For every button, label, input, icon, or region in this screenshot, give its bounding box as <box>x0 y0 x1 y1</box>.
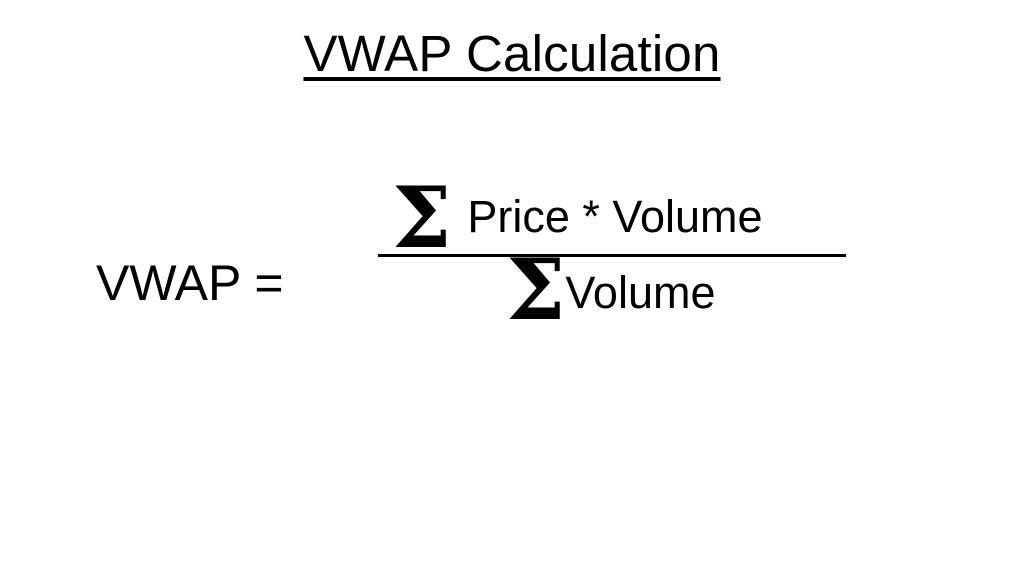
page-title: VWAP Calculation <box>0 24 1024 84</box>
fraction-denominator: Σ Volume <box>378 247 846 365</box>
fraction-bar <box>378 254 846 257</box>
vwap-formula: VWAP = Σ Price * Volume Σ Volume <box>0 150 1024 370</box>
denominator-expression: Volume <box>565 267 716 318</box>
summation-sigma-icon-denominator: Σ <box>506 240 566 339</box>
formula-fraction: Σ Price * Volume Σ Volume <box>378 150 846 370</box>
numerator-expression: Price * Volume <box>467 191 763 242</box>
summation-sigma-icon-numerator: Σ <box>392 167 452 267</box>
formula-left-side: VWAP = <box>96 255 284 311</box>
fraction-numerator: Σ Price * Volume <box>378 150 846 267</box>
page-title-text: VWAP Calculation <box>303 25 721 82</box>
